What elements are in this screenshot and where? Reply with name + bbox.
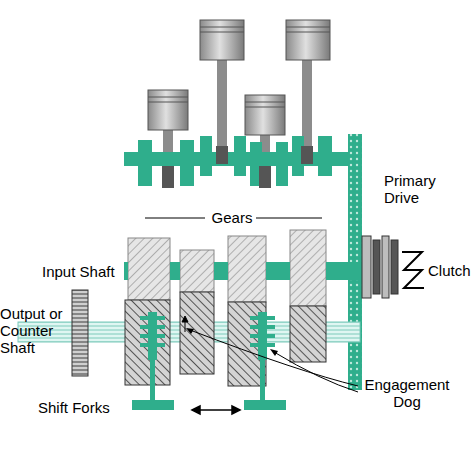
engagement-dog	[140, 343, 148, 347]
shift-fork	[150, 360, 155, 402]
output-gear	[125, 292, 326, 386]
input-gear	[180, 250, 214, 292]
piston	[200, 32, 244, 33]
piston	[286, 27, 330, 28]
crankshaft	[180, 140, 194, 186]
input-shaft	[124, 262, 362, 280]
shift-fork	[260, 360, 265, 402]
piston	[245, 107, 285, 108]
leader-arrowhead	[186, 328, 194, 334]
engagement-dog	[140, 334, 148, 338]
piston	[200, 27, 244, 28]
engagement-dog	[140, 312, 275, 360]
input-shaft	[214, 262, 228, 280]
clutch-spring	[402, 252, 424, 288]
input-gear	[290, 230, 326, 306]
crankshaft	[234, 136, 246, 176]
piston	[286, 20, 330, 60]
output-gear	[125, 300, 170, 385]
piston	[148, 97, 188, 98]
leader-line	[274, 352, 358, 392]
gears-bracket	[256, 218, 322, 219]
crankshaft	[124, 136, 352, 188]
shift-fork	[132, 400, 174, 410]
part-label: Gears	[206, 209, 258, 226]
crankshaft	[276, 142, 288, 186]
part-label: Engagement Dog	[352, 376, 462, 410]
clutch-pack	[382, 236, 389, 298]
part-label: Input Shaft	[42, 263, 124, 280]
shift-fork	[244, 400, 286, 410]
input-shaft	[266, 262, 290, 280]
piston	[245, 95, 285, 135]
clutch-pack	[362, 236, 398, 298]
engagement-dog	[267, 343, 275, 347]
crankshaft	[200, 136, 212, 176]
piston	[286, 32, 330, 33]
piston	[200, 20, 244, 60]
shift-direction-arrow	[192, 406, 200, 414]
leader-arrowhead	[270, 349, 278, 356]
part-label: Shift Forks	[38, 399, 130, 416]
part-label: Clutch	[428, 262, 474, 279]
input-gear	[128, 230, 326, 306]
dog-arrow	[182, 316, 188, 332]
engagement-dog	[267, 325, 275, 329]
piston	[245, 102, 285, 103]
engagement-dog	[157, 343, 165, 347]
crankshaft	[318, 136, 332, 176]
clutch-pack	[391, 240, 398, 294]
leader-line	[190, 330, 358, 392]
engagement-dog	[250, 325, 258, 329]
engagement-dog	[250, 316, 258, 320]
crankshaft	[162, 166, 174, 188]
input-gear	[128, 238, 170, 300]
gears-bracket	[145, 218, 205, 219]
part-label: Output or Counter Shaft	[0, 305, 64, 356]
leader-line	[190, 330, 358, 386]
shift-fork	[132, 360, 286, 410]
leader-arrowhead	[186, 328, 278, 356]
engagement-dog	[140, 325, 148, 329]
crankshaft	[301, 146, 313, 164]
input-shaft	[170, 262, 180, 280]
engagement-dog	[157, 316, 165, 320]
input-shaft	[124, 262, 128, 280]
engagement-dog	[157, 334, 165, 338]
engagement-dog	[157, 325, 165, 329]
piston	[148, 102, 188, 103]
output-sprocket	[72, 290, 88, 376]
clutch-pack	[362, 236, 371, 298]
shift-direction-arrow	[198, 409, 234, 411]
engagement-dog	[250, 334, 258, 338]
engagement-dog	[140, 316, 148, 320]
engagement-dog	[148, 312, 157, 360]
engagement-dog	[267, 316, 275, 320]
clutch-pack	[373, 240, 380, 294]
shift-direction-arrow	[192, 406, 240, 414]
connecting-rod	[217, 58, 227, 150]
crankshaft	[216, 146, 228, 164]
piston	[148, 90, 188, 130]
engagement-dog	[250, 343, 258, 347]
engagement-dog	[267, 334, 275, 338]
output-gear	[290, 306, 326, 362]
part-label: Primary Drive	[384, 172, 464, 206]
input-gear	[228, 236, 266, 302]
piston	[148, 20, 330, 135]
crankshaft	[259, 166, 271, 188]
engagement-dog	[258, 312, 267, 360]
shift-direction-arrow	[232, 406, 240, 414]
crankshaft	[138, 140, 152, 186]
dog-arrow	[182, 316, 188, 322]
input-shaft	[326, 262, 362, 280]
